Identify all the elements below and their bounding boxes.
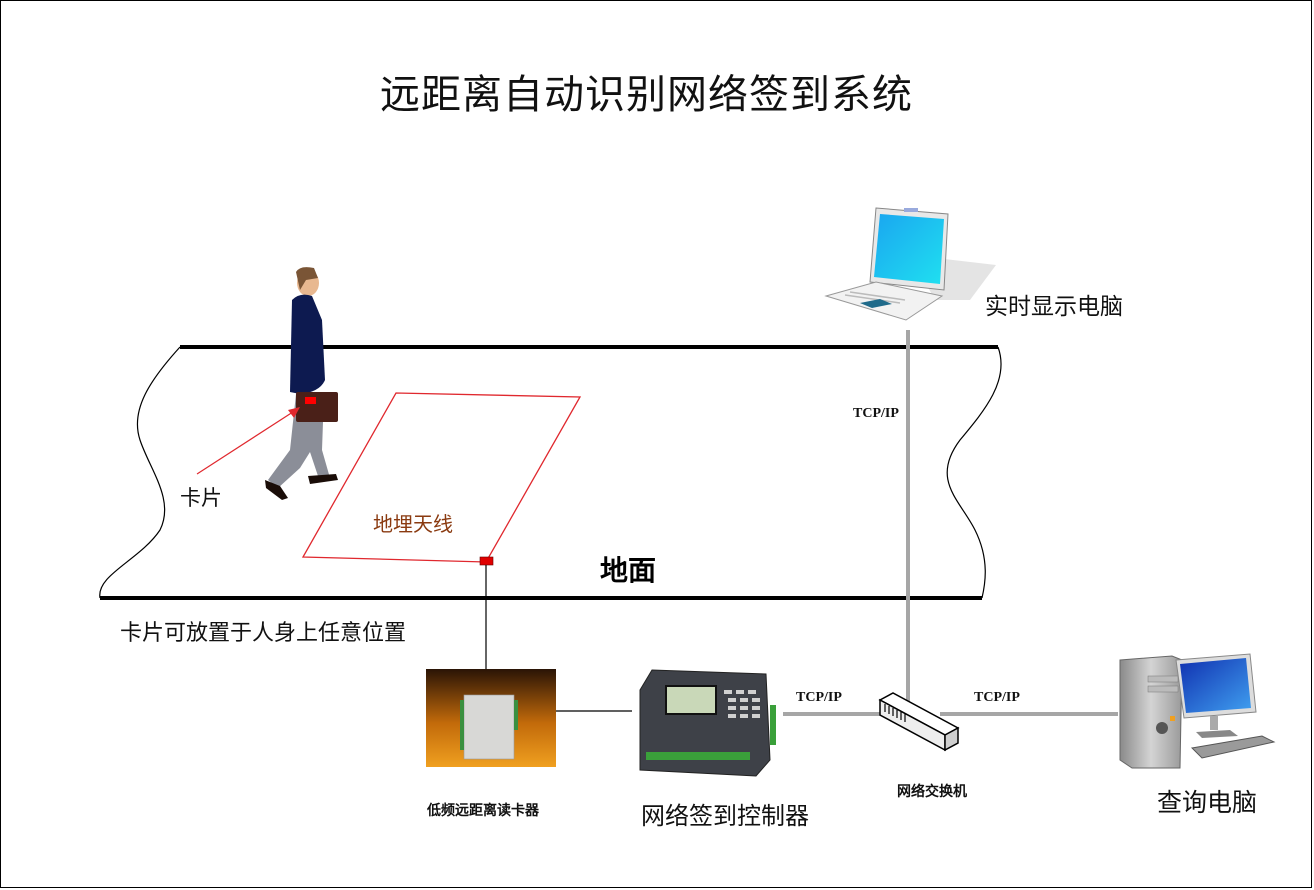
walking-businessman-icon <box>265 267 338 500</box>
card-label: 卡片 <box>180 486 222 510</box>
controller-label: 网络签到控制器 <box>641 802 809 830</box>
realtime-pc-label: 实时显示电脑 <box>985 294 1123 320</box>
network-switch-icon <box>878 692 960 752</box>
tcpip-label-controller-switch: TCP/IP <box>796 690 842 705</box>
switch-label: 网络交换机 <box>897 784 967 800</box>
tcpip-label-switch-laptop: TCP/IP <box>853 406 899 421</box>
card-reader-device-icon <box>426 669 556 767</box>
query-pc-label: 查询电脑 <box>1157 788 1258 817</box>
controller-device-icon <box>639 669 776 777</box>
reader-label: 低频远距离读卡器 <box>427 803 539 819</box>
antenna-connector <box>479 556 494 566</box>
tcpip-label-switch-desktop: TCP/IP <box>974 690 1020 705</box>
ground-label: 地面 <box>600 554 657 587</box>
desktop-computer-icon <box>1119 653 1276 769</box>
page-title: 远距离自动识别网络签到系统 <box>380 72 913 118</box>
ground-slab <box>99 345 1002 600</box>
laptop-icon <box>824 207 996 321</box>
card-placement-note: 卡片可放置于人身上任意位置 <box>120 621 407 646</box>
buried-antenna-label: 地埋天线 <box>373 512 453 536</box>
